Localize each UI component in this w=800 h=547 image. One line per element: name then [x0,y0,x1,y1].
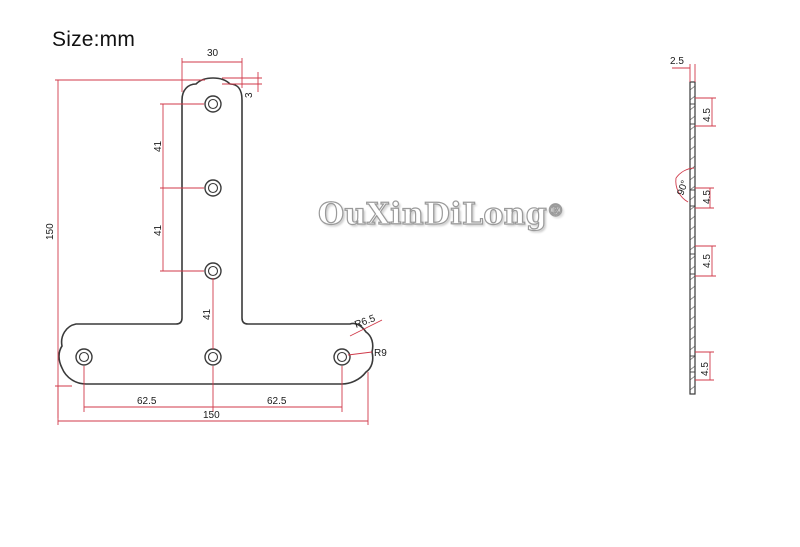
mounting-holes [75,95,351,366]
dim-total-width: 150 [203,410,220,421]
hole-bottom-left [75,348,93,366]
dim-hole-1: 4.5 [702,108,713,122]
dim-total-height: 150 [45,223,56,240]
dim-right-half: 62.5 [267,396,287,407]
dimension-lines [55,58,383,425]
dim-hole-3: 4.5 [702,254,713,268]
dim-angle: 90° [675,179,691,197]
dim-top-offset: 3 [244,92,255,98]
dim-hole-spacing-3: 41 [202,308,213,320]
hole-lower-middle [204,262,222,280]
side-dimension-labels: 2.5 4.5 4.5 4.5 4.5 90° [670,56,713,376]
dim-left-half: 62.5 [137,396,157,407]
hole-top [204,95,222,113]
front-dimension-labels: 30 3 41 41 41 150 62.5 62.5 150 R6.5 R9 [45,48,387,421]
hole-bottom-center [204,348,222,366]
t-plate-outline [58,77,374,385]
dim-top-width: 30 [207,48,219,59]
hole-upper-middle [204,179,222,197]
hole-bottom-right [333,348,351,366]
dim-hole-spacing-1: 41 [153,140,164,152]
size-unit-title: Size:mm [52,28,136,51]
dim-hole-2: 4.5 [702,190,713,204]
dim-radius-end: R9 [374,348,387,359]
side-view [689,81,696,395]
side-dimension-lines [672,64,716,381]
dim-hole-4: 4.5 [700,362,711,376]
dim-hole-spacing-2: 41 [153,224,164,236]
registered-icon: ® [546,200,565,221]
dim-thickness: 2.5 [670,56,684,67]
brand-watermark: OuXinDiLong® [317,196,565,232]
watermark-brand-text: OuXinDiLong [317,196,548,232]
